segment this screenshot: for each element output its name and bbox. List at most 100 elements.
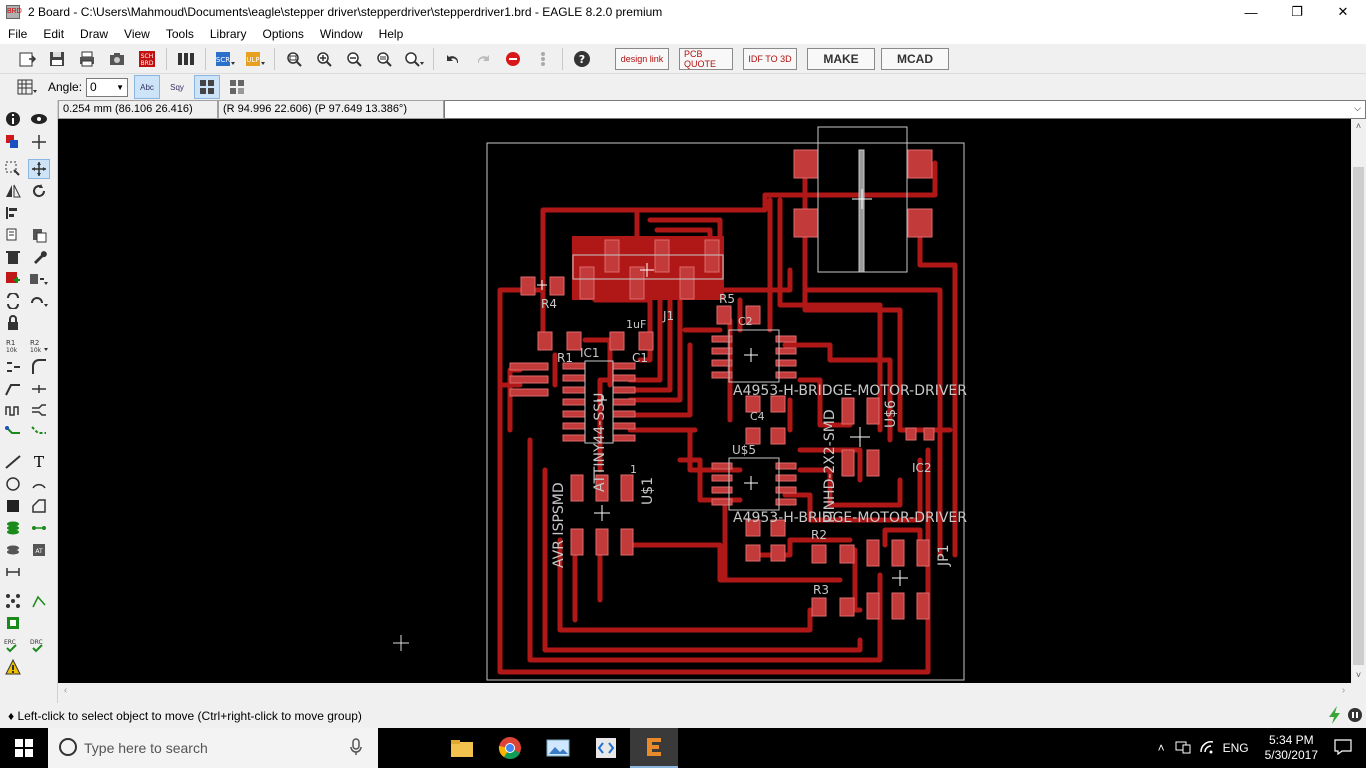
script-icon[interactable]: SCR	[212, 47, 238, 71]
scroll-up-icon[interactable]: ˄	[1355, 121, 1362, 131]
via-icon[interactable]	[2, 518, 24, 538]
zoom-select-icon[interactable]	[401, 47, 427, 71]
taskbar-search[interactable]: Type here to search	[48, 728, 378, 768]
align-icon[interactable]	[2, 203, 24, 223]
copy-icon[interactable]	[2, 225, 24, 245]
wifi-icon[interactable]	[1199, 740, 1215, 757]
restore-button[interactable]: ❐	[1291, 4, 1303, 19]
menu-file[interactable]: File	[8, 27, 28, 41]
menu-draw[interactable]: Draw	[80, 27, 109, 41]
pcb-quote-button[interactable]: PCB QUOTE	[679, 47, 733, 70]
angle-select[interactable]: 0 ▼	[86, 77, 129, 97]
undo-icon[interactable]	[440, 47, 466, 71]
microphone-icon[interactable]	[350, 737, 362, 759]
hole-icon[interactable]	[2, 540, 24, 560]
errors-warning-icon[interactable]	[2, 657, 24, 677]
photos-icon[interactable]	[534, 728, 582, 768]
cam-icon[interactable]	[104, 47, 130, 71]
delete-icon[interactable]	[2, 247, 24, 267]
ratsnest-icon[interactable]	[28, 591, 50, 611]
menu-tools[interactable]: Tools	[165, 27, 194, 41]
text-sqy-icon[interactable]: Sqy	[164, 75, 190, 99]
eagle-app-icon[interactable]	[630, 728, 678, 768]
change-icon[interactable]	[28, 291, 50, 311]
scroll-thumb[interactable]	[1353, 167, 1364, 665]
split-icon[interactable]	[2, 379, 24, 399]
scroll-down-icon[interactable]: ˅	[1355, 670, 1362, 680]
mark-icon[interactable]	[28, 132, 50, 152]
route-icon[interactable]	[2, 423, 24, 443]
meander-icon[interactable]	[2, 401, 24, 421]
menu-library[interactable]: Library	[209, 27, 247, 41]
route-diff-icon[interactable]	[28, 401, 50, 421]
layer-chip-icon[interactable]	[2, 613, 24, 633]
ulp-icon[interactable]: ULP	[242, 47, 268, 71]
stop-command-icon[interactable]	[1346, 706, 1364, 727]
info-icon[interactable]	[2, 109, 24, 129]
lightning-icon[interactable]	[1326, 705, 1344, 728]
mcad-button[interactable]: MCAD	[881, 47, 949, 70]
wrench-icon[interactable]	[28, 247, 50, 267]
scroll-right-icon[interactable]: ›	[1341, 685, 1346, 696]
text-icon[interactable]: T	[28, 452, 50, 472]
close-button[interactable]: ✕	[1337, 4, 1349, 19]
print-icon[interactable]	[74, 47, 100, 71]
display-layers-icon[interactable]	[2, 132, 24, 152]
network-devices-icon[interactable]	[1175, 740, 1191, 757]
layout-1-icon[interactable]	[194, 75, 221, 99]
optimize-icon[interactable]	[28, 379, 50, 399]
mirror-icon[interactable]	[2, 181, 24, 201]
language-indicator[interactable]: ENG	[1222, 741, 1249, 755]
library-icon[interactable]	[173, 47, 199, 71]
zoom-in-icon[interactable]	[311, 47, 337, 71]
horizontal-scrollbar[interactable]: ‹ ›	[58, 683, 1351, 698]
minimize-button[interactable]: —	[1244, 4, 1258, 20]
polygon-icon[interactable]	[28, 496, 50, 516]
command-line-input[interactable]: ⌵	[444, 100, 1366, 119]
show-icon[interactable]	[28, 109, 50, 129]
attribute-icon[interactable]: AT	[28, 540, 50, 560]
chrome-icon[interactable]	[486, 728, 534, 768]
notifications-icon[interactable]	[1334, 738, 1352, 758]
replace-icon[interactable]	[28, 269, 50, 289]
lock-icon[interactable]	[2, 313, 24, 333]
circle-icon[interactable]	[2, 474, 24, 494]
go-icon[interactable]	[530, 47, 556, 71]
design-link-button[interactable]: design link	[615, 47, 669, 70]
rotate-icon[interactable]	[28, 181, 50, 201]
scroll-left-icon[interactable]: ‹	[63, 685, 68, 696]
redo-icon[interactable]	[470, 47, 496, 71]
drc-icon[interactable]: DRC	[28, 635, 50, 655]
stop-icon[interactable]	[500, 47, 526, 71]
help-icon[interactable]: ?	[569, 47, 595, 71]
wire-icon[interactable]	[2, 452, 24, 472]
make-button[interactable]: MAKE	[807, 47, 875, 70]
zoom-fit-icon[interactable]	[281, 47, 307, 71]
file-explorer-icon[interactable]	[438, 728, 486, 768]
menu-window[interactable]: Window	[319, 27, 363, 41]
ripup-icon[interactable]	[28, 423, 50, 443]
text-abc-icon[interactable]: Abc	[134, 75, 161, 99]
autorouter-icon[interactable]	[2, 591, 24, 611]
save-icon[interactable]	[44, 47, 70, 71]
add-icon[interactable]	[2, 269, 24, 289]
grid-icon[interactable]	[14, 75, 40, 99]
board-canvas[interactable]: R4 R5 R1 J1 IC1 C1 1uF C2 C4 U$5 R2 R3 I…	[58, 119, 1351, 683]
move-icon[interactable]	[28, 159, 50, 179]
code-editor-icon[interactable]	[582, 728, 630, 768]
vertical-scrollbar[interactable]: ˄ ˅	[1351, 119, 1366, 683]
select-icon[interactable]	[2, 159, 24, 179]
erc-icon[interactable]: ERC	[2, 635, 24, 655]
paste-icon[interactable]	[28, 225, 50, 245]
smash-icon[interactable]	[2, 357, 24, 377]
chevron-up-icon[interactable]: ˄	[1157, 741, 1165, 755]
idf-to-3d-button[interactable]: IDF TO 3D	[743, 47, 797, 70]
menu-view[interactable]: View	[124, 27, 150, 41]
start-button[interactable]	[0, 728, 48, 768]
signal-icon[interactable]	[28, 518, 50, 538]
menu-options[interactable]: Options	[262, 27, 304, 41]
pcb-board-drawing[interactable]: R4 R5 R1 J1 IC1 C1 1uF C2 C4 U$5 R2 R3 I…	[58, 119, 1351, 683]
